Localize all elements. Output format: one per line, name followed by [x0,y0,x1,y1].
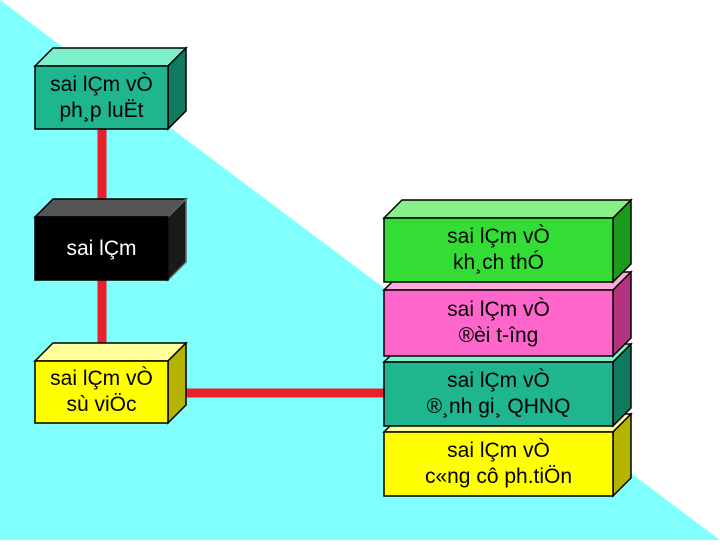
box-fact-label: sai lÇm vÒ sù viÖc [50,367,153,416]
box-assess-label: sai lÇm vÒ ®¸nh gi¸ QHNQ [426,369,571,418]
box-subject-label: sai lÇm vÒ ®èi t-îng [447,298,550,347]
box-tool-label: sai lÇm vÒ c«ng cô ph.tiÖn [424,439,573,488]
box-main-label: sai lÇm [66,236,137,260]
box-object [382,198,633,284]
box-legal [33,46,188,131]
box-object-label: sai lÇm vÒ kh¸ch thÓ [447,225,550,274]
box-legal-label: sai lÇm vÒ ph¸p luËt [50,72,153,122]
box-fact [33,341,188,425]
box-main [33,197,188,282]
